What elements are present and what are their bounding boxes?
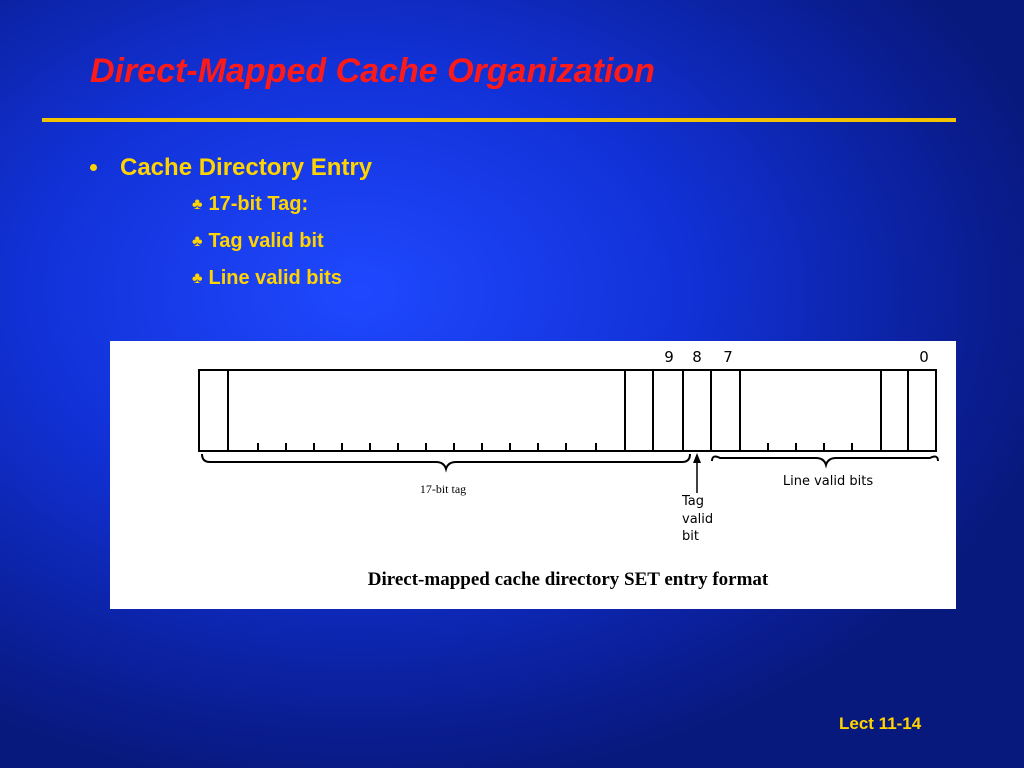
- tag-ticks: [257, 443, 597, 451]
- line-valid-label: Line valid bits: [783, 474, 873, 489]
- slide-title: Direct-Mapped Cache Organization: [90, 52, 655, 90]
- entry-format-diagram: 9 8 7 0 17-bit tag Line valid bits Tag v…: [198, 348, 939, 590]
- field-dividers: [227, 370, 909, 451]
- line-valid-brace: [711, 455, 939, 469]
- tag-valid-label-line3: bit: [682, 529, 699, 544]
- club-icon: ♣: [192, 233, 203, 250]
- club-icon: ♣: [192, 196, 203, 213]
- line-valid-ticks: [767, 443, 853, 451]
- club-icon: ♣: [192, 270, 203, 287]
- bit-label-7: 7: [723, 348, 733, 366]
- sub-item-tag: ♣ 17-bit Tag:: [192, 193, 308, 216]
- sub-item-line-valid: ♣ Line valid bits: [192, 267, 342, 290]
- bit-label-9: 9: [664, 348, 674, 366]
- title-divider: [42, 118, 956, 122]
- tag-valid-arrow-head: [693, 453, 701, 463]
- tag-valid-label-line1: Tag: [681, 494, 704, 509]
- register-box: [198, 369, 937, 452]
- tag-field-label: 17-bit tag: [420, 482, 466, 496]
- bullet-cache-directory-entry: Cache Directory Entry: [120, 154, 373, 181]
- tag-valid-label-line2: valid: [682, 512, 713, 527]
- slide-number: Lect 11-14: [839, 714, 922, 733]
- figure-caption: Direct-mapped cache directory SET entry …: [368, 569, 769, 590]
- bit-label-8: 8: [692, 348, 702, 366]
- sub-item-label: Line valid bits: [208, 267, 342, 289]
- sub-item-tag-valid: ♣ Tag valid bit: [192, 230, 324, 253]
- sub-item-label: Tag valid bit: [208, 230, 324, 252]
- bit-label-0: 0: [919, 348, 929, 366]
- directory-entry-figure: 9 8 7 0 17-bit tag Line valid bits Tag v…: [110, 341, 956, 609]
- bullet-icon: [90, 164, 97, 171]
- sub-item-label: 17-bit Tag:: [208, 193, 309, 215]
- tag-brace: [201, 453, 691, 473]
